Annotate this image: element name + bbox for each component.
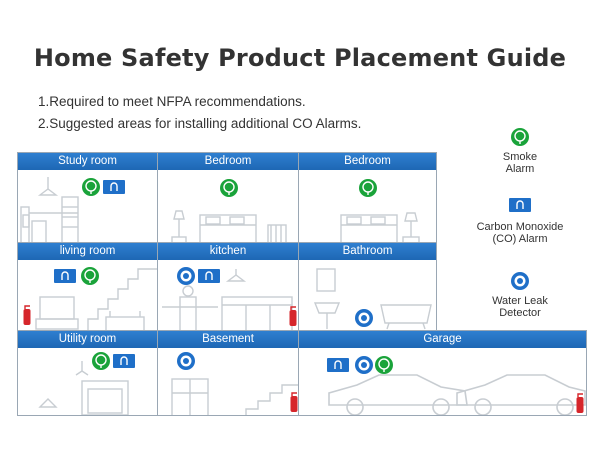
- water-leak-detector-icon: [177, 352, 195, 370]
- water-leak-detector-icon: [355, 356, 373, 374]
- fire-extinguisher-icon: [288, 306, 298, 327]
- legend-co-label: Carbon Monoxide (CO) Alarm: [476, 221, 564, 245]
- room-living: living room: [17, 242, 158, 331]
- page-title: Home Safety Product Placement Guide: [33, 44, 567, 72]
- room-label: Utility room: [18, 331, 157, 348]
- smoke-alarm-icon: [80, 266, 100, 286]
- room-label: kitchen: [158, 243, 298, 260]
- co-alarm-icon: [326, 357, 350, 373]
- room-label: Study room: [18, 153, 157, 170]
- garage-cars: [328, 374, 586, 415]
- fire-extinguisher-icon: [22, 305, 32, 326]
- note-2: 2.Suggested areas for installing additio…: [38, 116, 362, 131]
- room-basement: Basement: [157, 330, 299, 416]
- room-label: Bedroom: [158, 153, 298, 170]
- smoke-alarm-icon: [374, 355, 394, 375]
- co-alarm-icon: [112, 353, 136, 369]
- fire-extinguisher-icon: [575, 393, 585, 414]
- fire-extinguisher-icon: [289, 392, 299, 413]
- room-label: Bathroom: [299, 243, 436, 260]
- legend-smoke-label: Smoke Alarm: [502, 151, 538, 175]
- water-leak-detector-icon: [177, 267, 195, 285]
- note-1: 1.Required to meet NFPA recommendations.: [38, 94, 306, 109]
- legend-smoke-alarm-icon: [510, 127, 530, 147]
- room-garage: Garage: [298, 330, 587, 416]
- water-leak-detector-icon: [355, 309, 373, 327]
- bedroom-furniture: [340, 212, 420, 242]
- smoke-alarm-icon: [358, 178, 378, 198]
- legend-water-leak-detector-icon: [511, 272, 529, 290]
- room-bedroom-2: Bedroom: [298, 152, 437, 243]
- study-furniture: [20, 177, 79, 242]
- room-utility: Utility room: [17, 330, 158, 416]
- smoke-alarm-icon: [91, 351, 111, 371]
- living-furniture: [35, 268, 157, 330]
- smoke-alarm-icon: [219, 178, 239, 198]
- legend-water-label: Water Leak Detector: [492, 295, 548, 319]
- room-label: living room: [18, 243, 157, 260]
- basement-furniture: [171, 378, 298, 415]
- utility-furniture: [38, 361, 129, 415]
- smoke-alarm-icon: [81, 177, 101, 197]
- co-alarm-icon: [197, 268, 221, 284]
- legend-co-alarm-icon: [508, 197, 532, 213]
- room-label: Garage: [299, 331, 586, 348]
- room-label: Basement: [158, 331, 298, 348]
- room-label: Bedroom: [299, 153, 436, 170]
- co-alarm-icon: [53, 268, 77, 284]
- bedroom-furniture: [171, 210, 287, 242]
- co-alarm-icon: [102, 179, 126, 195]
- bathroom-furniture: [313, 268, 432, 330]
- room-bedroom-1: Bedroom: [157, 152, 299, 243]
